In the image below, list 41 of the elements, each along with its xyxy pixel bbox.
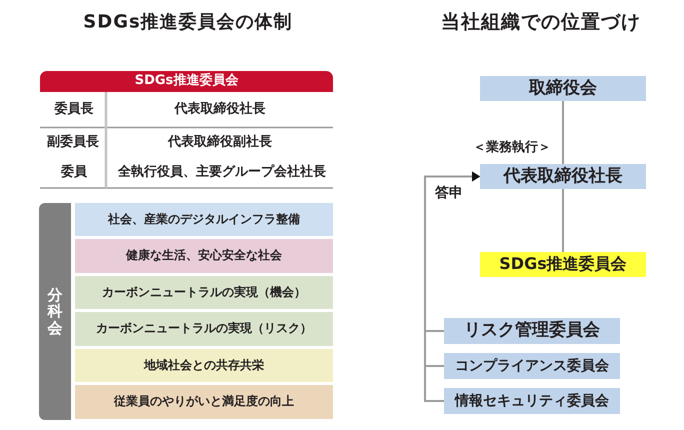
org-label: 代表取締役社長 xyxy=(504,166,622,186)
connector-line xyxy=(562,189,564,252)
subcommittee-band xyxy=(39,203,71,420)
org-label: 情報セキュリティ委員会 xyxy=(455,392,609,410)
committee-header-bar xyxy=(40,71,333,92)
role-label: 委員 xyxy=(61,166,87,180)
org-box xyxy=(444,318,620,344)
section-title: SDGs推進委員会の体制 xyxy=(83,12,293,34)
org-label: 取締役会 xyxy=(529,78,597,98)
theme-label: 地域社会との共存共栄 xyxy=(144,358,264,372)
member-label: 代表取締役社長 xyxy=(174,102,266,118)
org-label: SDGs推進委員会 xyxy=(499,255,627,274)
org-box xyxy=(444,353,620,379)
theme-box xyxy=(75,385,333,419)
theme-box xyxy=(75,349,333,382)
theme-label: 社会、産業のデジタルインフラ整備 xyxy=(108,212,300,226)
org-label: リスク管理委員会 xyxy=(464,321,600,341)
edge-label: 答申 xyxy=(435,185,463,202)
role-label: 委員長 xyxy=(54,102,94,118)
theme-label: カーボンニュートラルの実現（リスク） xyxy=(96,322,312,336)
theme-box xyxy=(75,203,333,236)
org-box xyxy=(444,388,620,414)
section-title: 当社組織での位置づけ xyxy=(441,12,641,34)
org-box xyxy=(480,76,646,101)
arrow xyxy=(424,172,480,402)
theme-box xyxy=(75,312,333,346)
theme-box xyxy=(75,276,333,309)
member-label: 全執行役員、主要グループ会社社長 xyxy=(118,166,326,180)
org-box xyxy=(480,252,646,277)
org-label: コンプライアンス委員会 xyxy=(455,358,609,374)
theme-label: 健康な生活、安心安全な社会 xyxy=(126,249,282,263)
theme-box xyxy=(75,239,333,273)
header-title: SDGs推進委員会 xyxy=(134,74,238,89)
role-label: 副委員長 xyxy=(47,136,99,150)
theme-label: 従業員のやりがいと満足度の向上 xyxy=(114,395,294,409)
band-label: 分科会 xyxy=(48,286,62,336)
role-note: ＜業務執行＞ xyxy=(473,141,551,156)
member-label: 代表取締役副社長 xyxy=(168,136,272,150)
connector-line xyxy=(562,101,564,164)
org-box xyxy=(480,164,646,189)
theme-label: カーボンニュートラルの実現（機会） xyxy=(102,286,306,300)
